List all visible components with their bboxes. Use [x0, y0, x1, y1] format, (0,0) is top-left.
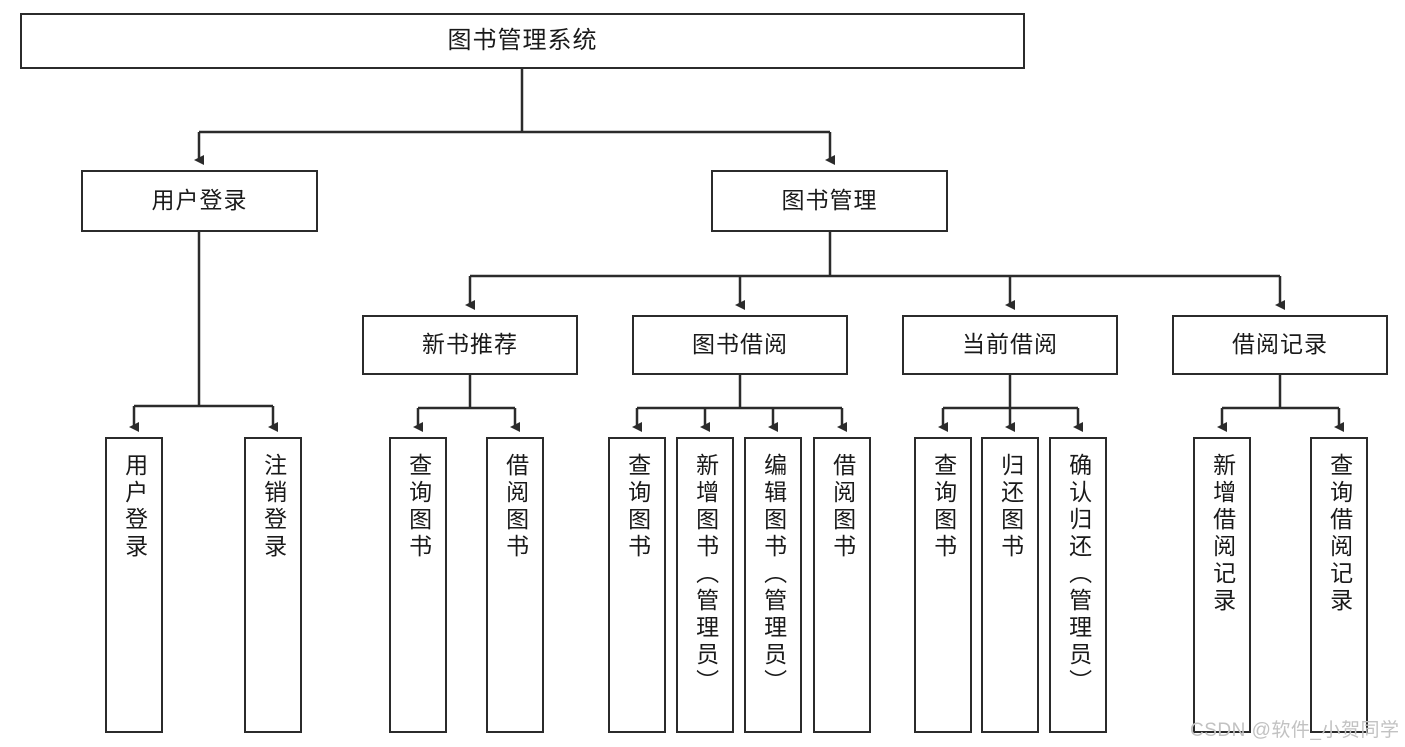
- leaf-confirm-return-admin[interactable]: 确认归还（管理员）: [1049, 437, 1107, 733]
- node-current-borrow[interactable]: 当前借阅: [902, 315, 1118, 375]
- node-root-book-management-system[interactable]: 图书管理系统: [20, 13, 1025, 69]
- node-label: 图书借阅: [692, 331, 788, 358]
- node-label: 编辑图书（管理员）: [760, 453, 787, 696]
- node-label: 当前借阅: [962, 331, 1058, 358]
- node-user-login[interactable]: 用户登录: [81, 170, 318, 232]
- leaf-edit-book-admin[interactable]: 编辑图书（管理员）: [744, 437, 802, 733]
- csdn-watermark: CSDN @软件_小贺同学: [1190, 720, 1400, 741]
- node-label: 查询图书: [624, 453, 651, 561]
- node-label: 确认归还（管理员）: [1065, 453, 1092, 696]
- leaf-user-login[interactable]: 用户登录: [105, 437, 163, 733]
- leaf-query-borrow-record[interactable]: 查询借阅记录: [1310, 437, 1368, 733]
- node-label: 图书管理系统: [447, 26, 598, 54]
- node-borrow-records[interactable]: 借阅记录: [1172, 315, 1388, 375]
- leaf-borrow-books-recommend[interactable]: 借阅图书: [486, 437, 544, 733]
- leaf-query-books-recommend[interactable]: 查询图书: [389, 437, 447, 733]
- node-book-borrow[interactable]: 图书借阅: [632, 315, 848, 375]
- node-label: 新增借阅记录: [1209, 453, 1236, 615]
- node-book-management[interactable]: 图书管理: [711, 170, 948, 232]
- node-label: 借阅图书: [829, 453, 856, 561]
- node-label: 注销登录: [260, 453, 287, 561]
- leaf-return-books[interactable]: 归还图书: [981, 437, 1039, 733]
- node-label: 新书推荐: [422, 331, 518, 358]
- node-label: 借阅图书: [502, 453, 529, 561]
- leaf-add-borrow-record[interactable]: 新增借阅记录: [1193, 437, 1251, 733]
- node-label: 图书管理: [781, 187, 878, 214]
- node-label: 用户登录: [121, 453, 148, 561]
- node-label: 新增图书（管理员）: [692, 453, 719, 696]
- leaf-borrow-books[interactable]: 借阅图书: [813, 437, 871, 733]
- node-label: 归还图书: [997, 453, 1024, 561]
- leaf-add-book-admin[interactable]: 新增图书（管理员）: [676, 437, 734, 733]
- leaf-query-books-current[interactable]: 查询图书: [914, 437, 972, 733]
- node-label: 用户登录: [151, 187, 248, 214]
- leaf-query-books-borrow[interactable]: 查询图书: [608, 437, 666, 733]
- node-label: 查询借阅记录: [1326, 453, 1353, 615]
- node-label: 查询图书: [405, 453, 432, 561]
- leaf-logout[interactable]: 注销登录: [244, 437, 302, 733]
- node-label: 查询图书: [930, 453, 957, 561]
- node-new-book-recommend[interactable]: 新书推荐: [362, 315, 578, 375]
- node-label: 借阅记录: [1232, 331, 1328, 358]
